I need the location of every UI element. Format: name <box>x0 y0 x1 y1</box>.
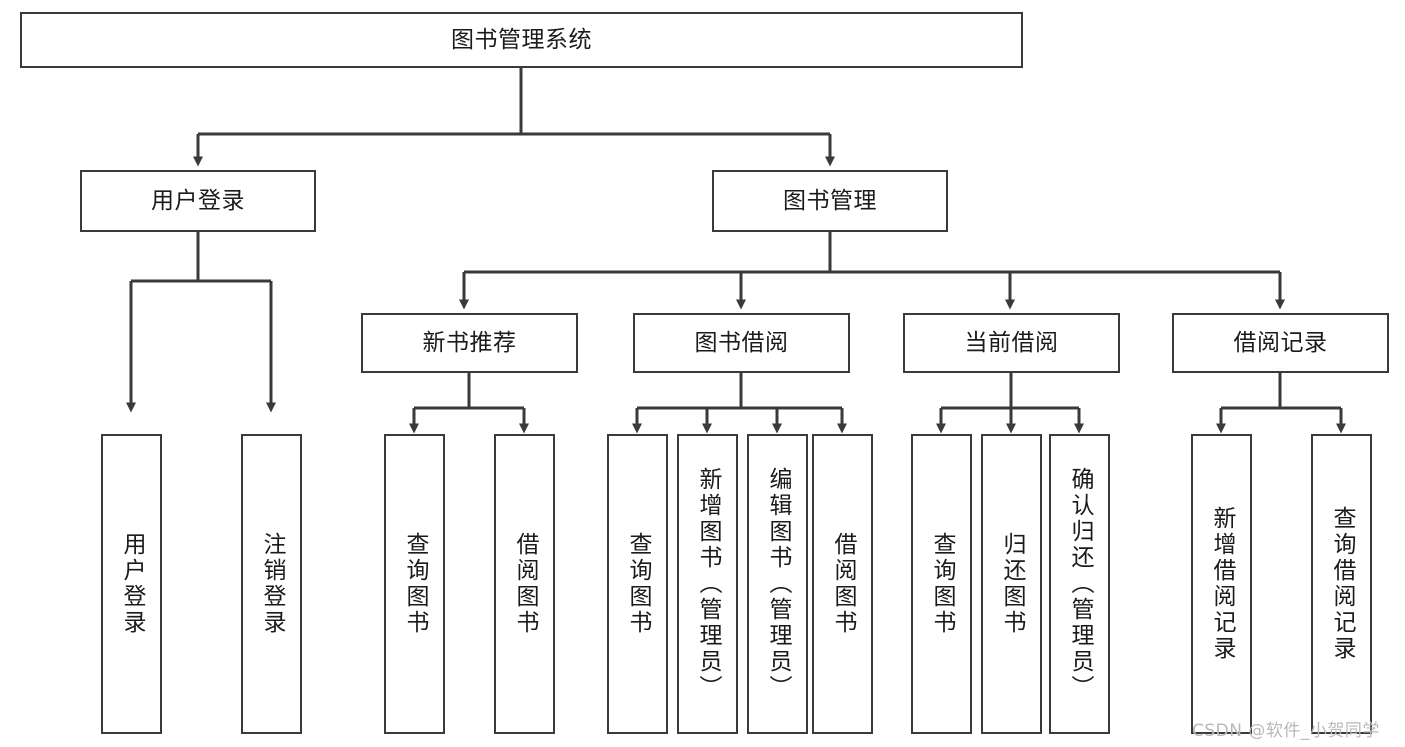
leaf-borrow-book[interactable]: 借阅图书 <box>812 434 873 734</box>
node-root[interactable]: 图书管理系统 <box>20 12 1023 68</box>
node-new-book-recommend-label: 新书推荐 <box>422 329 517 356</box>
leaf-add-book-admin-label: 新增图书（管理员） <box>695 467 721 701</box>
node-book-borrow[interactable]: 图书借阅 <box>633 313 850 373</box>
csdn-watermark: CSDN @软件_小贺同学 <box>1192 721 1380 741</box>
leaf-borrow-book-recommend-label: 借阅图书 <box>512 532 538 636</box>
leaf-confirm-return-admin[interactable]: 确认归还（管理员） <box>1049 434 1110 734</box>
leaf-query-borrow-record[interactable]: 查询借阅记录 <box>1311 434 1372 734</box>
leaf-query-book-current[interactable]: 查询图书 <box>911 434 972 734</box>
leaf-query-book-current-label: 查询图书 <box>929 532 955 636</box>
leaf-edit-book-admin[interactable]: 编辑图书（管理员） <box>747 434 808 734</box>
leaf-query-book-borrow-label: 查询图书 <box>625 532 651 636</box>
node-root-label: 图书管理系统 <box>451 26 592 53</box>
node-book-management[interactable]: 图书管理 <box>712 170 948 232</box>
leaf-add-book-admin[interactable]: 新增图书（管理员） <box>677 434 738 734</box>
leaf-user-login[interactable]: 用户登录 <box>101 434 162 734</box>
leaf-borrow-book-recommend[interactable]: 借阅图书 <box>494 434 555 734</box>
leaf-return-book-label: 归还图书 <box>999 532 1025 636</box>
leaf-logout-label: 注销登录 <box>259 532 285 636</box>
node-current-borrow[interactable]: 当前借阅 <box>903 313 1120 373</box>
leaf-add-borrow-record-label: 新增借阅记录 <box>1209 506 1235 662</box>
node-user-login-label: 用户登录 <box>151 187 245 214</box>
leaf-return-book[interactable]: 归还图书 <box>981 434 1042 734</box>
leaf-query-book-recommend-label: 查询图书 <box>402 532 428 636</box>
leaf-edit-book-admin-label: 编辑图书（管理员） <box>765 467 791 701</box>
node-user-login[interactable]: 用户登录 <box>80 170 316 232</box>
leaf-logout[interactable]: 注销登录 <box>241 434 302 734</box>
leaf-query-book-recommend[interactable]: 查询图书 <box>384 434 445 734</box>
leaf-borrow-book-label: 借阅图书 <box>830 532 856 636</box>
leaf-user-login-label: 用户登录 <box>119 532 145 636</box>
leaf-query-book-borrow[interactable]: 查询图书 <box>607 434 668 734</box>
node-current-borrow-label: 当前借阅 <box>964 329 1059 356</box>
leaf-query-borrow-record-label: 查询借阅记录 <box>1329 506 1355 662</box>
leaf-confirm-return-admin-label: 确认归还（管理员） <box>1067 467 1093 701</box>
node-borrow-records[interactable]: 借阅记录 <box>1172 313 1389 373</box>
node-borrow-records-label: 借阅记录 <box>1233 329 1328 356</box>
node-new-book-recommend[interactable]: 新书推荐 <box>361 313 578 373</box>
leaf-add-borrow-record[interactable]: 新增借阅记录 <box>1191 434 1252 734</box>
node-book-borrow-label: 图书借阅 <box>694 329 789 356</box>
node-book-management-label: 图书管理 <box>783 187 877 214</box>
